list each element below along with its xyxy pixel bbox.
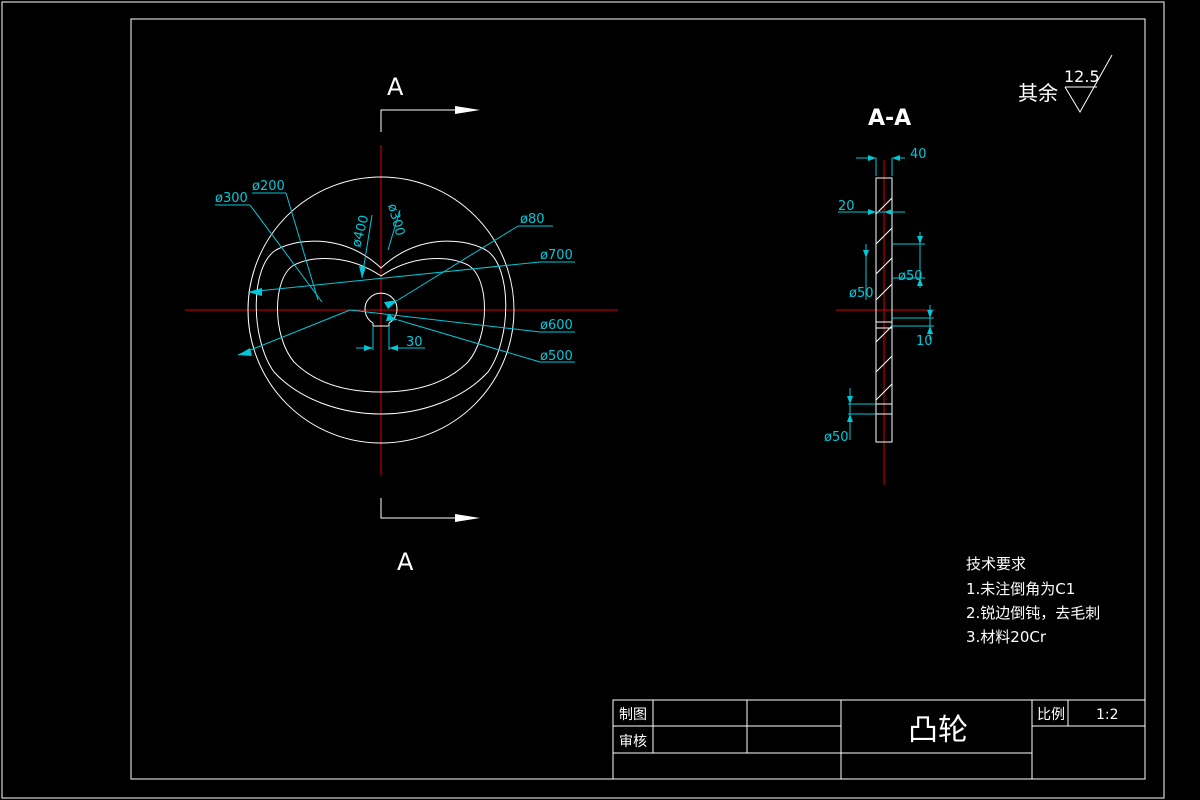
section-mark-top: A	[387, 73, 404, 101]
cam-outer-profile	[255, 240, 507, 415]
dim-d600: ø600	[540, 318, 573, 333]
dim-d300-left: ø300	[215, 191, 248, 206]
part-name: 凸轮	[908, 713, 968, 748]
scale-value: 1:2	[1096, 707, 1119, 723]
cam-section-outline	[875, 177, 893, 443]
title-block: 制图 审核 凸轮 比例 1:2	[612, 699, 1146, 780]
outer-circle	[247, 176, 515, 444]
drawing-frame	[130, 18, 1146, 780]
dim-d50-bottom: ø50	[824, 430, 849, 445]
section-cut-top	[380, 109, 460, 132]
dim-d400: ø400	[349, 213, 372, 249]
tech-req-item: 3.材料20Cr	[966, 628, 1047, 646]
surface-finish-symbol: 其余 12.5	[1018, 54, 1113, 113]
dim-d500: ø500	[540, 349, 573, 364]
dim-d300-angled: ø300	[384, 202, 407, 238]
dim-10: 10	[916, 334, 933, 349]
dim-d80: ø80	[520, 212, 545, 227]
keyway	[372, 323, 390, 327]
scale-label: 比例	[1037, 707, 1065, 723]
surface-finish-value: 12.5	[1064, 67, 1100, 86]
dim-30: 30	[406, 335, 423, 350]
tech-req-item: 2.锐边倒钝，去毛刺	[966, 604, 1100, 622]
front-view: ø300 ø200 ø400 ø300 ø80 ø700 ø600 ø500 3…	[185, 73, 618, 576]
section-view: A-A 40 20 ø	[824, 106, 935, 485]
section-mark-bottom: A	[397, 548, 414, 576]
outer-border	[1, 1, 1165, 799]
technical-requirements: 技术要求 1.未注倒角为C1 2.锐边倒钝，去毛刺 3.材料20Cr	[966, 555, 1100, 646]
surface-finish-prefix: 其余	[1018, 81, 1058, 105]
drawn-by-label: 制图	[619, 707, 647, 723]
dim-d700: ø700	[540, 248, 573, 263]
shaft-hole	[364, 292, 398, 324]
roughness-check-mark	[1064, 54, 1113, 113]
checked-by-label: 审核	[619, 734, 647, 750]
tech-req-item: 1.未注倒角为C1	[966, 580, 1075, 598]
dim-d50-left: ø50	[849, 286, 874, 301]
dim-d50-right: ø50	[898, 269, 923, 284]
dim-20: 20	[838, 199, 855, 214]
tech-req-heading: 技术要求	[966, 555, 1026, 573]
section-hatching	[875, 197, 893, 401]
section-view-title: A-A	[868, 106, 911, 131]
leader-lines	[215, 192, 575, 363]
dim-40: 40	[910, 147, 927, 162]
section-cut-bottom	[380, 498, 460, 519]
dim-d200: ø200	[252, 179, 285, 194]
